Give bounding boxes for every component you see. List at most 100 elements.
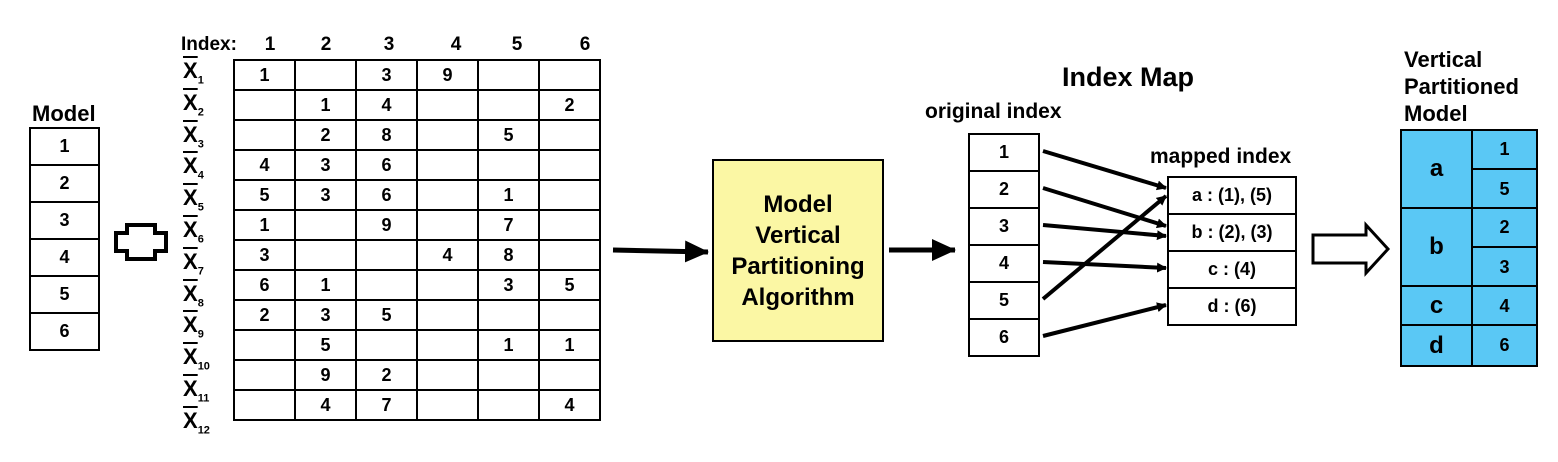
matrix-cell <box>416 179 479 211</box>
plus-icon <box>114 223 168 261</box>
matrix-cell <box>233 89 296 121</box>
mapped-index-item: d : (6) <box>1167 287 1297 326</box>
matrix-cell <box>416 299 479 331</box>
matrix-cell <box>416 269 479 301</box>
column-index: 6 <box>579 34 591 55</box>
matrix-column-header: Index: 1 2 3 4 5 6 <box>181 34 621 58</box>
partition-value: 4 <box>1499 296 1510 316</box>
partitioned-model-title: Vertical Partitioned Model <box>1404 46 1519 127</box>
partition-value: 2 <box>1473 209 1536 248</box>
matrix-cell <box>233 359 296 391</box>
mapped-index-list: a : (1), (5) b : (2), (3) c : (4) d : (6… <box>1167 176 1297 326</box>
matrix-row-label: X3 <box>183 122 204 150</box>
index-link-arrow <box>1041 194 1168 301</box>
matrix-cell: 6 <box>233 269 296 301</box>
column-index: 2 <box>320 34 332 55</box>
matrix-cell: 1 <box>477 179 540 211</box>
matrix-row-label: X2 <box>183 90 204 118</box>
matrix-cell <box>416 209 479 241</box>
column-index: 5 <box>511 34 523 55</box>
matrix-cell <box>294 59 357 91</box>
model-item: 4 <box>29 238 100 275</box>
matrix-cell: 4 <box>294 389 357 421</box>
matrix-cell <box>538 149 601 181</box>
mapped-index-item: b : (2), (3) <box>1167 213 1297 250</box>
matrix-row-label: X8 <box>183 281 204 309</box>
matrix-cell <box>416 89 479 121</box>
matrix-cell: 5 <box>294 329 357 361</box>
original-index-item: 5 <box>968 281 1040 318</box>
partition-value: 3 <box>1499 257 1510 277</box>
model-title: Model <box>32 101 96 126</box>
matrix-cell: 9 <box>355 209 418 241</box>
row-symbol: X <box>183 185 198 211</box>
index-link-arrow <box>1042 149 1167 191</box>
partition-value: 5 <box>1499 179 1510 199</box>
matrix-cell <box>294 209 357 241</box>
row-symbol: X <box>183 280 198 306</box>
matrix-cell <box>233 119 296 151</box>
matrix-cell <box>416 119 479 151</box>
row-subscript: 4 <box>197 169 204 182</box>
row-subscript: 8 <box>197 296 204 309</box>
matrix-cell: 1 <box>233 209 296 241</box>
matrix-cell <box>477 389 540 421</box>
matrix-cell: 1 <box>477 329 540 361</box>
row-symbol: X <box>183 121 198 147</box>
matrix-cell: 5 <box>355 299 418 331</box>
partition-letter: a <box>1402 131 1473 207</box>
row-subscript: 12 <box>197 424 210 437</box>
matrix-cell <box>477 59 540 91</box>
index-map-links <box>1041 149 1168 338</box>
partitioned-title-line: Vertical <box>1404 47 1483 72</box>
original-index-item: 4 <box>968 244 1040 281</box>
row-subscript: 7 <box>197 265 204 278</box>
matrix-row-label: X6 <box>183 217 204 245</box>
matrix-cell <box>355 269 418 301</box>
matrix-cell <box>355 329 418 361</box>
algorithm-line: Vertical <box>755 221 841 249</box>
output-hollow-arrow <box>1311 221 1391 277</box>
partition-value: 6 <box>1499 335 1510 355</box>
matrix-cell <box>233 329 296 361</box>
matrix-to-algorithm-arrow <box>612 240 709 263</box>
matrix-cell <box>477 89 540 121</box>
partitioned-title-line: Model <box>1404 101 1468 126</box>
original-index-list: 1 2 3 4 5 6 <box>968 133 1040 357</box>
matrix-cell: 3 <box>294 299 357 331</box>
row-subscript: 9 <box>197 328 204 341</box>
matrix-cell: 5 <box>233 179 296 211</box>
model-list: 1 2 3 4 5 6 <box>29 127 100 351</box>
row-symbol: X <box>183 248 198 274</box>
model-item: 6 <box>29 312 100 351</box>
matrix-cell: 8 <box>355 119 418 151</box>
index-link-arrow <box>1042 302 1167 338</box>
row-subscript: 2 <box>197 106 204 119</box>
row-symbol: X <box>183 58 198 83</box>
original-index-item: 3 <box>968 207 1040 244</box>
model-item: 2 <box>29 164 100 201</box>
mapped-index-title: mapped index <box>1150 145 1292 168</box>
partitioned-title-line: Partitioned <box>1404 74 1519 99</box>
partition-value: 1 <box>1473 131 1536 170</box>
matrix-cell <box>233 389 296 421</box>
column-index: 1 <box>264 34 276 55</box>
row-symbol: X <box>183 312 198 338</box>
algorithm-line: Partitioning <box>731 252 865 280</box>
matrix-cell: 4 <box>416 239 479 271</box>
row-symbol: X <box>183 407 198 433</box>
matrix-cell <box>538 299 601 331</box>
row-symbol: X <box>183 376 198 401</box>
matrix-cell <box>538 59 601 91</box>
